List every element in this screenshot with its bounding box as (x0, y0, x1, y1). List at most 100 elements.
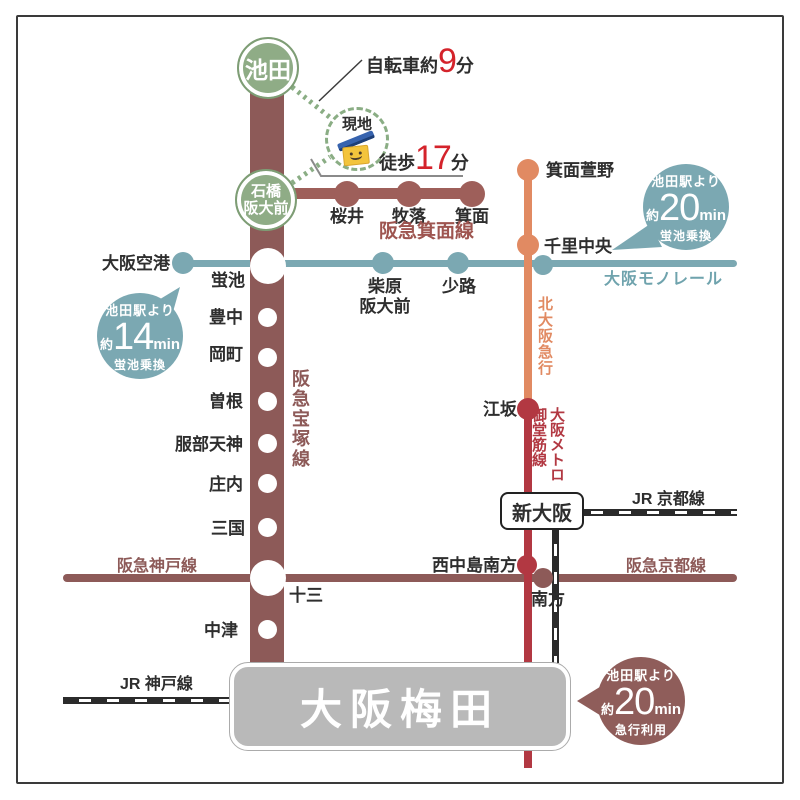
badge-unit: min (153, 335, 180, 353)
station-dot-esaka (517, 398, 539, 420)
station-box-osaka-umeda: 大阪梅田 (229, 662, 571, 751)
badge-express: 池田駅より 約20min 急行利用 (597, 657, 685, 745)
hankyu-minoo-line (266, 188, 478, 199)
line-label-jr-kobe: JR 神戸線 (120, 676, 193, 693)
station-label-shoji: 少路 (442, 277, 476, 296)
station-dot-mikuni (258, 518, 277, 537)
station-label-minoo: 箕面 (455, 207, 489, 226)
station-label-minamikata: 南方 (531, 590, 565, 609)
station-label-minoo-kayano: 箕面萱野 (546, 161, 614, 180)
station-label-shibahara-handai-mae: 柴原 阪大前 (355, 277, 415, 316)
line-label-hankyu-takarazuka: 阪急宝塚線 (290, 369, 310, 469)
bicycle-time-minutes: 9 (438, 42, 457, 80)
line-label-midosuji-1: 大阪メトロ (548, 407, 565, 482)
line-label-jr-kyoto: JR 京都線 (632, 491, 705, 508)
site-circle: 現地 (325, 107, 389, 171)
dotted-path-site-to-ishibashi (290, 154, 332, 186)
jr-link-line (552, 528, 559, 663)
bicycle-time: 自転車約9分 (366, 44, 474, 78)
station-label-hotarugaike: 蛍池 (211, 271, 245, 290)
map-border-frame (16, 15, 784, 784)
station-label-nishinakajima-minamigata: 西中島南方 (432, 556, 517, 575)
station-dot-senri-chuo-monorail (533, 255, 553, 275)
badge-minutes: 14 (113, 315, 154, 358)
station-label-toyonaka: 豊中 (209, 308, 243, 327)
house-icon (336, 130, 378, 168)
station-label-osaka-airport: 大阪空港 (102, 254, 170, 273)
station-label-shibahara-1: 柴原 (368, 277, 402, 296)
line-label-hankyu-kobe: 阪急神戸線 (117, 558, 198, 575)
station-label-hattori-tenjin: 服部天神 (175, 435, 243, 454)
terminal-label-ishibashi-2: 阪大前 (243, 200, 289, 217)
badge-monorail-airport: 池田駅より 約14min 蛍池乗換 (97, 293, 183, 379)
interchange-juso (250, 560, 286, 596)
line-label-hankyu-minoo: 阪急箕面線 (379, 221, 475, 242)
badge-approx-label: 約 (646, 207, 660, 223)
station-dot-shibahara (372, 252, 394, 274)
station-dot-minoo (459, 181, 485, 207)
walk-annotation-line (310, 158, 463, 177)
badge-monorail-north: 池田駅より 約20min 蛍池乗換 (643, 164, 729, 250)
badge-from-label: 池田駅より (651, 173, 721, 189)
terminal-circle-ishibashi-handai-mae: 石橋 阪大前 (235, 169, 297, 231)
station-dot-sakurai (334, 181, 360, 207)
station-label-mikuni: 三国 (211, 519, 245, 538)
midosuji-line (524, 409, 532, 768)
bicycle-time-prefix: 自転車約 (366, 56, 438, 76)
station-dot-nakatsu (258, 620, 277, 639)
line-label-midosuji-2: 御堂筋線 (530, 407, 547, 467)
walk-time-suffix: 分 (450, 153, 469, 173)
station-label-shin-osaka: 新大阪 (512, 502, 572, 525)
bicycle-time-suffix: 分 (455, 56, 474, 76)
dotted-path-ikeda-to-site (290, 85, 334, 121)
station-dot-shonai (258, 474, 277, 493)
line-label-kita-osaka-kyuko: 北大阪急行 (536, 296, 553, 376)
house-face-icon (342, 144, 370, 167)
badge-note: 蛍池乗換 (113, 357, 166, 372)
station-dot-toyonaka (258, 308, 277, 327)
station-label-shonai: 庄内 (209, 475, 243, 494)
badge-approx-label: 約 (601, 701, 615, 717)
badge-note: 蛍池乗換 (659, 228, 712, 243)
bicycle-annotation-line (318, 59, 363, 102)
badge-tail-express (577, 685, 603, 717)
hankyu-kyoto-line (267, 574, 737, 582)
walk-time: 徒歩17分 (379, 141, 469, 175)
station-label-makiochi: 牧落 (392, 207, 426, 226)
station-dot-nishinakajima (517, 555, 537, 575)
badge-note: 急行利用 (614, 722, 667, 737)
line-label-osaka-monorail: 大阪モノレール (604, 271, 724, 288)
kita-osaka-kyuko-line (524, 170, 532, 410)
badge-approx-label: 約 (100, 336, 114, 352)
station-dot-minoo-kayano (517, 159, 539, 181)
station-label-okamachi: 岡町 (209, 345, 243, 364)
line-label-midosuji: 大阪メトロ 御堂筋線 (529, 407, 565, 482)
badge-unit: min (699, 206, 726, 224)
station-dot-osaka-airport (172, 252, 194, 274)
station-dot-shoji (447, 252, 469, 274)
station-dot-makiochi (396, 181, 422, 207)
hankyu-kobe-line (63, 574, 267, 582)
terminal-label-ishibashi-1: 石橋 (250, 182, 281, 200)
house-mouth-icon (349, 151, 363, 161)
station-dot-senri-chuo (517, 234, 539, 256)
terminal-circle-ikeda: 池田 (237, 37, 299, 99)
jr-kobe-line (63, 697, 230, 704)
station-box-shin-osaka: 新大阪 (500, 492, 584, 530)
site-label: 現地 (341, 116, 372, 133)
station-dot-minamikata (533, 568, 553, 588)
badge-minutes: 20 (614, 680, 655, 723)
jr-kyoto-line (575, 509, 737, 516)
badge-from-label: 池田駅より (606, 667, 676, 683)
station-label-osaka-umeda: 大阪梅田 (299, 686, 500, 733)
station-label-sone: 曽根 (209, 392, 243, 411)
station-dot-hattori-tenjin (258, 434, 277, 453)
station-label-shibahara-2: 阪大前 (359, 296, 411, 316)
station-label-juso: 十三 (289, 586, 323, 605)
station-label-sakurai: 桜井 (330, 207, 364, 226)
terminal-label-ikeda: 池田 (245, 57, 291, 83)
line-label-hankyu-kyoto: 阪急京都線 (626, 558, 707, 575)
station-dot-okamachi (258, 348, 277, 367)
station-label-nakatsu: 中津 (204, 621, 238, 640)
